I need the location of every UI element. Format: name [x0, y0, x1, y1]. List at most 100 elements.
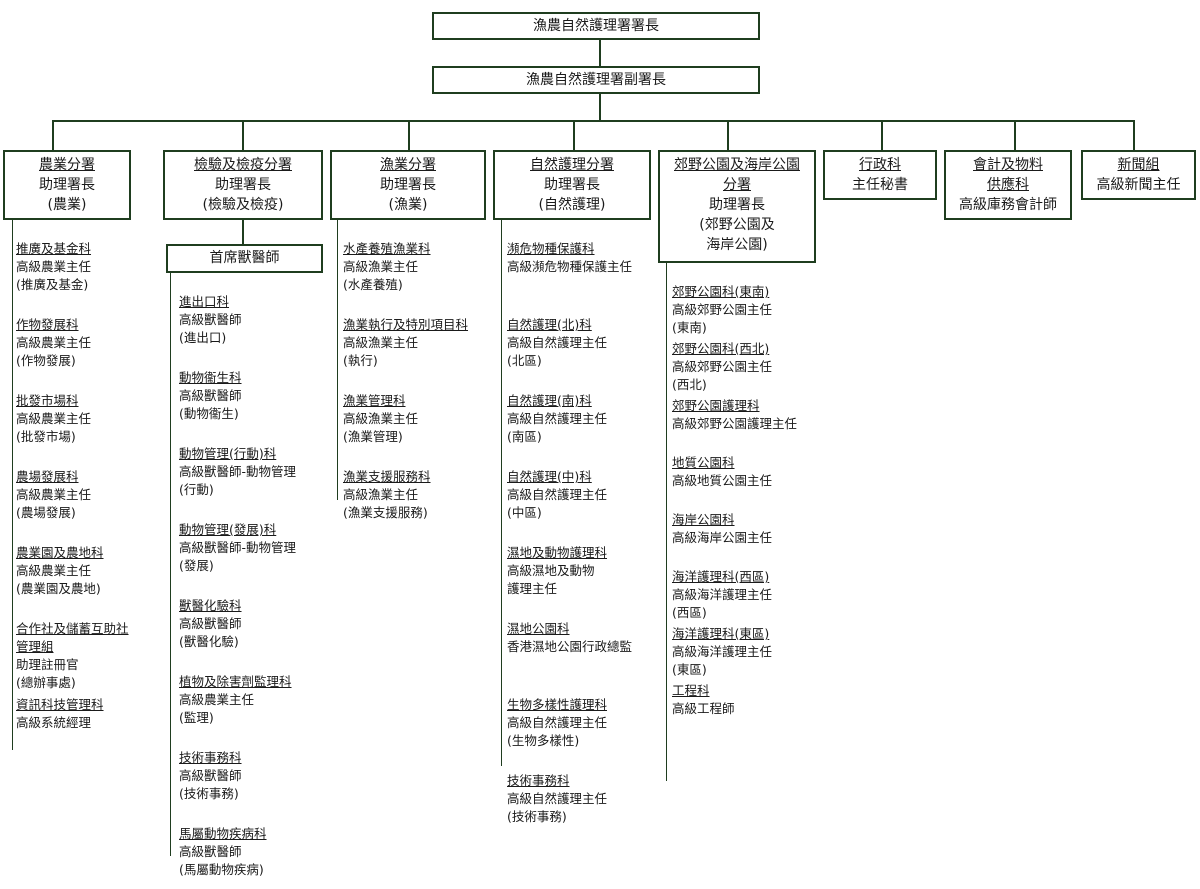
section-line: 高級農業主任 [16, 259, 92, 274]
branch-fisheries: 漁業分署 助理署長 (漁業) [330, 150, 486, 220]
branch-conservation: 自然護理分署 助理署長 (自然護理) [493, 150, 651, 220]
section-title: 農業園及農地科 [16, 545, 104, 560]
director-box: 漁農自然護理署署長 [432, 12, 760, 40]
section-line: (監理) [179, 710, 214, 725]
column-line [12, 220, 13, 750]
branch-inspection: 檢驗及檢疫分署 助理署長 (檢驗及檢疫) [163, 150, 323, 220]
section-title: 作物發展科 [16, 317, 79, 332]
section-insp-1: 動物衞生科高級獸醫師(動物衞生) [179, 369, 242, 423]
section-line: (作物發展) [16, 353, 76, 368]
branch-title: 農業分署 [39, 157, 95, 173]
section-line: (西區) [672, 605, 707, 620]
branch-line: 助理署長 [544, 177, 600, 193]
section-line: 高級自然護理主任 [507, 335, 608, 350]
section-title-2: 管理組 [16, 639, 54, 654]
column-line [337, 220, 338, 500]
section-line: 高級郊野公園主任 [672, 302, 773, 317]
branch-line: (郊野公園及 [699, 217, 775, 233]
section-title: 自然護理(北)科 [507, 317, 592, 332]
section-line: 高級農業主任 [16, 563, 92, 578]
section-line: 高級郊野公園護理主任 [672, 416, 798, 431]
section-line: (馬屬動物疾病) [179, 862, 264, 877]
column-line [501, 220, 502, 766]
chief-vet-box: 首席獸醫師 [166, 244, 323, 273]
connector [599, 93, 601, 121]
section-line: (南區) [507, 429, 542, 444]
section-insp-0: 進出口科高級獸醫師(進出口) [179, 293, 242, 347]
section-line: 高級自然護理主任 [507, 411, 608, 426]
section-nature-6: 生物多樣性護理科高級自然護理主任(生物多樣性) [507, 696, 607, 750]
section-line: 助理註冊官 [16, 657, 79, 672]
section-parks-7: 工程科高級工程師 [672, 682, 735, 718]
section-line: 高級海洋護理主任 [672, 644, 773, 659]
section-title: 自然護理(南)科 [507, 393, 592, 408]
connector [242, 220, 244, 244]
section-line: 高級獸醫師 [179, 388, 242, 403]
section-line: (獸醫化驗) [179, 634, 239, 649]
section-line: (技術事務) [507, 809, 567, 824]
section-nature-1: 自然護理(北)科高級自然護理主任(北區) [507, 316, 607, 370]
section-line: 高級工程師 [672, 701, 735, 716]
branch-title-2: 供應科 [987, 177, 1029, 193]
section-title: 海洋護理科(東區) [672, 626, 770, 641]
branch-title: 郊野公園及海岸公園 [674, 157, 800, 173]
section-nature-0: 瀕危物種保護科高級瀕危物種保護主任 [507, 240, 632, 276]
section-insp-5: 植物及除害劑監理科高級農業主任(監理) [179, 673, 292, 727]
section-line: 高級濕地及動物 [507, 563, 595, 578]
chief-vet-title: 首席獸醫師 [209, 250, 280, 266]
section-title: 漁業執行及特別項目科 [343, 317, 469, 332]
section-line: (總辦事處) [16, 675, 76, 690]
branch-title: 漁業分署 [380, 157, 436, 173]
branch-country-parks: 郊野公園及海岸公園 分署 助理署長 (郊野公園及 海岸公園) [658, 150, 816, 263]
branch-title: 檢驗及檢疫分署 [194, 157, 292, 173]
column-line [170, 273, 171, 856]
section-title: 合作社及儲蓄互助社 [16, 621, 129, 636]
section-title: 漁業支援服務科 [343, 469, 431, 484]
branch-line: 助理署長 [215, 177, 271, 193]
section-title: 推廣及基金科 [16, 241, 92, 256]
section-title: 資訊科技管理科 [16, 697, 104, 712]
section-line: 高級郊野公園主任 [672, 359, 773, 374]
section-line: (生物多樣性) [507, 733, 580, 748]
section-title: 海岸公園科 [672, 512, 735, 527]
connector [1014, 120, 1016, 150]
section-line: 高級獸醫師 [179, 312, 242, 327]
section-title: 動物管理(行動)科 [179, 446, 277, 461]
connector [881, 120, 883, 150]
branch-line: 高級新聞主任 [1096, 177, 1181, 193]
section-line: (漁業支援服務) [343, 505, 428, 520]
director-title: 漁農自然護理署署長 [533, 18, 659, 34]
section-line: 高級海洋護理主任 [672, 587, 773, 602]
section-agri-1: 作物發展科高級農業主任 (作物發展) [16, 316, 91, 370]
section-line: 高級漁業主任 [343, 487, 419, 502]
section-insp-4: 獸醫化驗科高級獸醫師(獸醫化驗) [179, 597, 242, 651]
section-line: (東區) [672, 662, 707, 677]
section-title: 漁業管理科 [343, 393, 406, 408]
section-line: (西北) [672, 377, 707, 392]
section-line: 高級瀕危物種保護主任 [507, 259, 633, 274]
section-line: (技術事務) [179, 786, 239, 801]
section-line: (農場發展) [16, 505, 76, 520]
section-title: 瀕危物種保護科 [507, 241, 595, 256]
branch-title: 自然護理分署 [530, 157, 614, 173]
section-title: 技術事務科 [507, 773, 570, 788]
section-line: 護理主任 [507, 581, 558, 596]
branch-line: 主任秘書 [852, 177, 908, 193]
section-title: 自然護理(中)科 [507, 469, 592, 484]
section-agri-5: 合作社及儲蓄互助社管理組助理註冊官 (總辦事處) [16, 620, 129, 692]
section-line: 高級海岸公園主任 [672, 530, 773, 545]
section-title: 獸醫化驗科 [179, 598, 242, 613]
section-parks-1: 郊野公園科(西北) 高級郊野公園主任 (西北) [672, 340, 772, 394]
section-title: 馬屬動物疾病科 [179, 826, 267, 841]
section-line: 高級獸醫師 [179, 844, 242, 859]
section-line: 香港濕地公園行政總監 [507, 639, 633, 654]
deputy-director-box: 漁農自然護理署副署長 [432, 66, 760, 94]
section-title: 濕地及動物護理科 [507, 545, 608, 560]
section-parks-5: 海洋護理科(西區)高級海洋護理主任(西區) [672, 568, 772, 622]
section-title: 郊野公園科(西北) [672, 341, 770, 356]
connector [242, 120, 244, 150]
section-line: 高級農業主任 [16, 335, 92, 350]
section-title: 農場發展科 [16, 469, 79, 484]
section-title: 進出口科 [179, 294, 230, 309]
section-fish-3: 漁業支援服務科高級漁業主任 (漁業支援服務) [343, 468, 431, 522]
